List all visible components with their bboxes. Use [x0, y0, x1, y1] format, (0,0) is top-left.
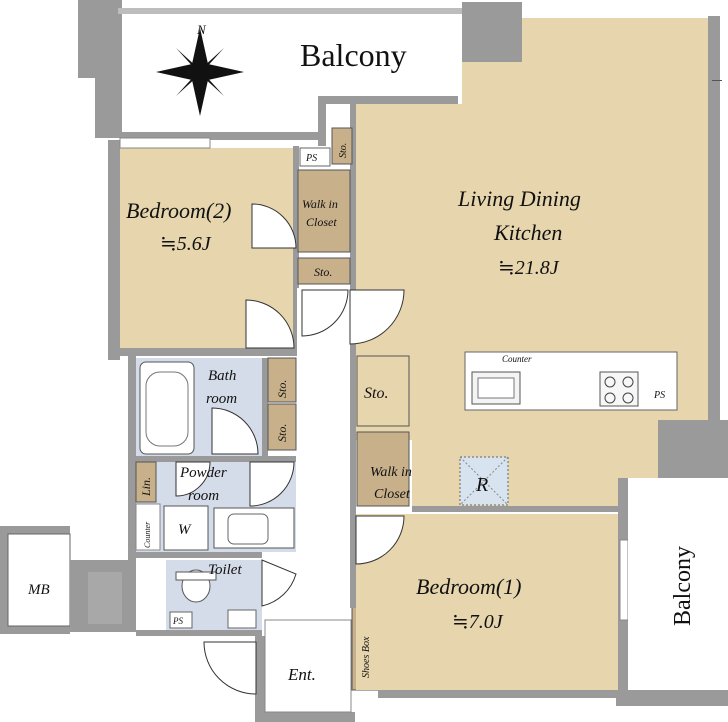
mb-label: MB: [27, 582, 50, 598]
balcony-top-label: Balcony: [300, 37, 407, 73]
ps-toilet-label: PS: [172, 616, 183, 626]
entrance-label: Ent.: [287, 665, 316, 684]
living-dining-kitchen: [350, 16, 728, 512]
ldk-label-line2: Kitchen: [493, 220, 562, 245]
ldk-label-line1: Living Dining: [457, 186, 581, 211]
ps-kitchen-label: PS: [653, 390, 665, 401]
powder-label-line2: room: [188, 488, 219, 504]
kitchen-counter-label: Counter: [502, 354, 532, 364]
ps-top-label: PS: [305, 153, 317, 164]
sto-ldk-label: Sto.: [364, 385, 388, 402]
linen: [135, 461, 157, 503]
powder-counter-label: Counter: [143, 521, 152, 548]
sto-hall: [297, 257, 351, 285]
walkin1-label-line1: Walk in: [370, 465, 412, 480]
bedroom2-name: Bedroom(2): [126, 198, 232, 223]
linen-label: Lin.: [139, 477, 153, 497]
walkin2-label-line1: Walk in: [302, 197, 338, 211]
toilet-label: Toilet: [208, 562, 242, 578]
bedroom-2: [108, 127, 353, 360]
sto-bath-2: [267, 403, 297, 451]
walkin1-label-line2: Closet: [374, 487, 411, 502]
compass-north-label: N: [196, 22, 207, 37]
ps-toilet: [169, 611, 193, 629]
sto-bath2-label: Sto.: [275, 424, 289, 442]
stove-icon: [599, 371, 639, 407]
north-compass-icon: [156, 28, 244, 116]
bedroom1-name: Bedroom(1): [416, 574, 522, 599]
balcony-right-label: Balcony: [670, 546, 696, 626]
shoes-box-label: Shoes Box: [361, 636, 372, 678]
ldk-size: ≒21.8J: [498, 257, 560, 279]
sto-top-label: Sto.: [338, 143, 349, 158]
washer-label: W: [178, 522, 192, 538]
walk-in-closet-1: [356, 431, 410, 507]
mb-area: [0, 526, 130, 634]
bedroom1-size: ≒7.0J: [452, 611, 504, 633]
balcony-right-area: [616, 478, 728, 706]
ps-top: [299, 147, 331, 167]
sto-hall-label: Sto.: [314, 265, 332, 279]
walkin2-label-line2: Closet: [306, 215, 337, 229]
refrigerator-label: R: [475, 474, 488, 496]
washer: [163, 505, 209, 551]
bedroom2-size: ≒5.6J: [160, 233, 212, 255]
bedroom-1: [350, 478, 629, 698]
washbasin: [227, 513, 269, 545]
sto-bath1-label: Sto.: [275, 380, 289, 398]
wet-area: [128, 352, 297, 636]
balcony-top-area: [78, 0, 522, 146]
bath-label-line2: room: [206, 391, 237, 407]
bath-label-line1: Bath: [208, 368, 236, 384]
powder-label-line1: Powder: [179, 465, 227, 481]
sto-bath-1: [267, 357, 297, 403]
hallway: [297, 288, 405, 608]
ldk-storage: [356, 355, 410, 427]
sto-top: [331, 127, 353, 165]
walk-in-closet-2: [297, 169, 351, 253]
